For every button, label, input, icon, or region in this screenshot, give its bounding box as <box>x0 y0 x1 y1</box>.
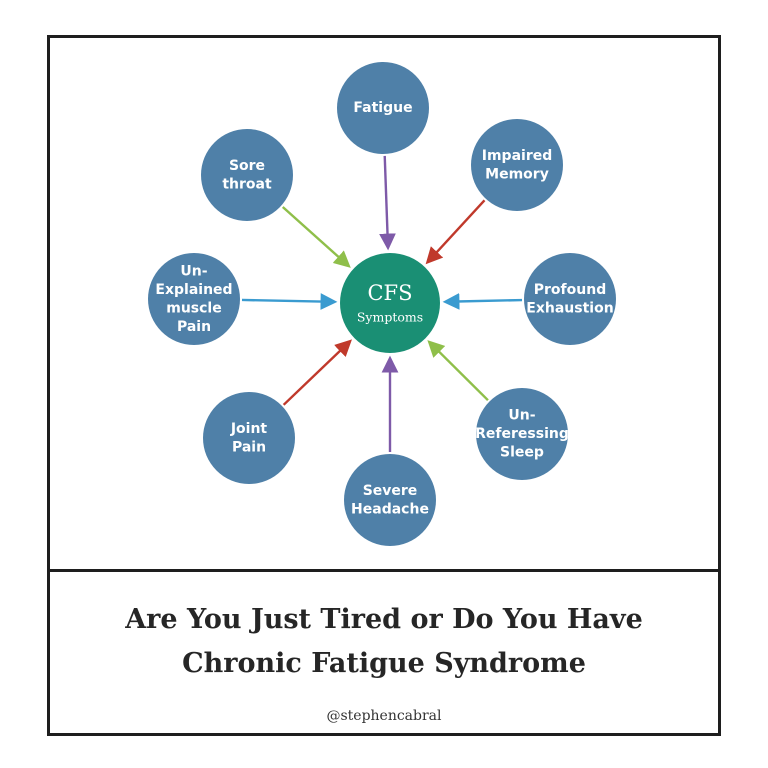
node-label: Explained <box>155 282 232 298</box>
cfs-symptom-diagram: FatigueImpairedMemoryProfoundExhaustionU… <box>148 62 616 546</box>
arrow-impaired-memory <box>425 199 486 265</box>
node-circle <box>148 253 240 345</box>
arrow-profound-exhaustion <box>442 293 523 310</box>
symptom-node-fatigue: Fatigue <box>337 62 429 154</box>
node-circle <box>344 454 436 546</box>
arrow-unrefreshing-sleep <box>427 340 489 402</box>
arrow-joint-pain <box>282 339 352 406</box>
node-circle <box>203 392 295 484</box>
node-label: Sleep <box>500 445 544 461</box>
center-circle <box>340 253 440 353</box>
center-subtitle: Symptoms <box>357 310 423 325</box>
node-label: Pain <box>177 319 211 335</box>
node-label: Fatigue <box>353 100 412 116</box>
node-label: muscle <box>166 300 221 316</box>
node-label: Memory <box>485 166 549 182</box>
node-label: Pain <box>232 439 266 455</box>
arrow-fatigue <box>379 155 396 251</box>
node-circle <box>476 388 568 480</box>
node-label: Impaired <box>482 148 553 164</box>
caption-line-1: Are You Just Tired or Do You Have <box>125 604 643 635</box>
node-circle <box>337 62 429 154</box>
node-label: Profound <box>534 282 606 298</box>
node-circle <box>201 129 293 221</box>
node-label: Un- <box>508 408 535 424</box>
node-label: Joint <box>230 421 268 437</box>
node-circle <box>471 119 563 211</box>
node-label: Headache <box>351 501 429 517</box>
caption: Are You Just Tired or Do You Have Chroni… <box>50 598 718 686</box>
node-label: Sore <box>229 158 265 174</box>
node-label: throat <box>222 176 272 192</box>
node-label: Un- <box>180 263 207 279</box>
node-label: Severe <box>363 483 418 499</box>
divider-line <box>50 569 718 572</box>
symptom-node-sore-throat: Sore throat <box>201 129 293 221</box>
node-circle <box>524 253 616 345</box>
center-title: CFS <box>367 281 412 305</box>
node-label: Exhaustion <box>526 300 613 316</box>
arrow-unexplained-muscle-pain <box>241 293 338 310</box>
node-label: Referessing <box>475 426 569 442</box>
arrow-sore-throat <box>281 206 351 268</box>
author-handle: @stephencabral <box>326 708 442 724</box>
caption-line-2: Chronic Fatigue Syndrome <box>182 648 586 679</box>
